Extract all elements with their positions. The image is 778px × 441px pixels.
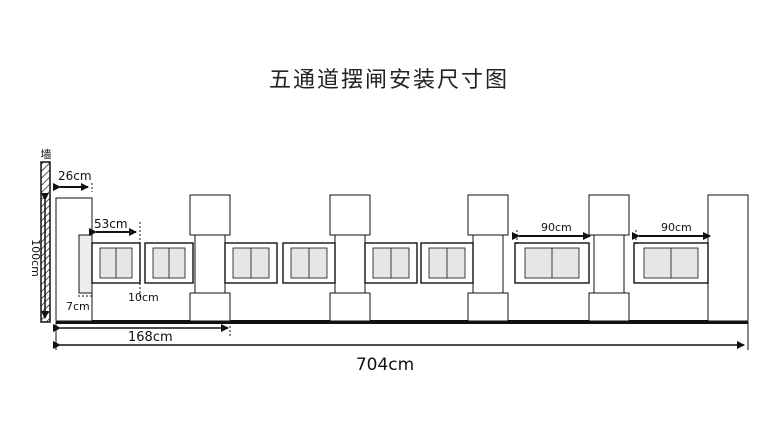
panel-7 xyxy=(514,242,590,284)
panel-5 xyxy=(364,242,418,284)
dim-lane-a-text: 90cm xyxy=(541,221,572,234)
dim-wing-text: 53cm xyxy=(94,217,128,231)
panel-3 xyxy=(224,242,278,284)
wall-label: 墙 xyxy=(41,147,52,161)
post-3-mid xyxy=(472,234,504,294)
post-4-mid xyxy=(593,234,625,294)
dim-height-text: 100cm xyxy=(29,239,42,277)
end-post-right xyxy=(707,194,749,322)
post-1 xyxy=(189,194,231,322)
end-post-left-unit xyxy=(78,234,93,294)
post-4-base xyxy=(588,292,630,322)
post-1-top xyxy=(189,194,231,236)
dim-total-text: 704cm xyxy=(356,355,414,375)
dim-partial-text: 168cm xyxy=(128,330,173,345)
post-2 xyxy=(329,194,371,322)
panel-2 xyxy=(144,242,194,284)
floor-line xyxy=(56,320,748,324)
post-4 xyxy=(588,194,630,322)
post-3 xyxy=(467,194,509,322)
gate-posts xyxy=(189,194,749,322)
post-1-mid xyxy=(194,234,226,294)
end-post-right-body xyxy=(707,194,749,322)
post-4-top xyxy=(588,194,630,236)
post-1-base xyxy=(189,292,231,322)
dim-post-gap-text: 10cm xyxy=(128,291,159,304)
post-3-top xyxy=(467,194,509,236)
extension-lines xyxy=(55,183,749,350)
wall: 墙 xyxy=(40,147,52,323)
panel-4 xyxy=(282,242,336,284)
dimensions xyxy=(41,183,745,349)
panel-1 xyxy=(91,242,141,284)
dim-wall-gap-text: 26cm xyxy=(58,169,92,183)
panel-6 xyxy=(420,242,474,284)
swing-panels xyxy=(91,242,709,284)
post-2-base xyxy=(329,292,371,322)
post-2-top xyxy=(329,194,371,236)
post-3-base xyxy=(467,292,509,322)
dim-base-text: 7cm xyxy=(66,300,90,313)
dim-lane-b-text: 90cm xyxy=(661,221,692,234)
diagram-title: 五通道摆闸安装尺寸图 xyxy=(268,68,509,93)
panel-8 xyxy=(633,242,709,284)
post-2-mid xyxy=(334,234,366,294)
